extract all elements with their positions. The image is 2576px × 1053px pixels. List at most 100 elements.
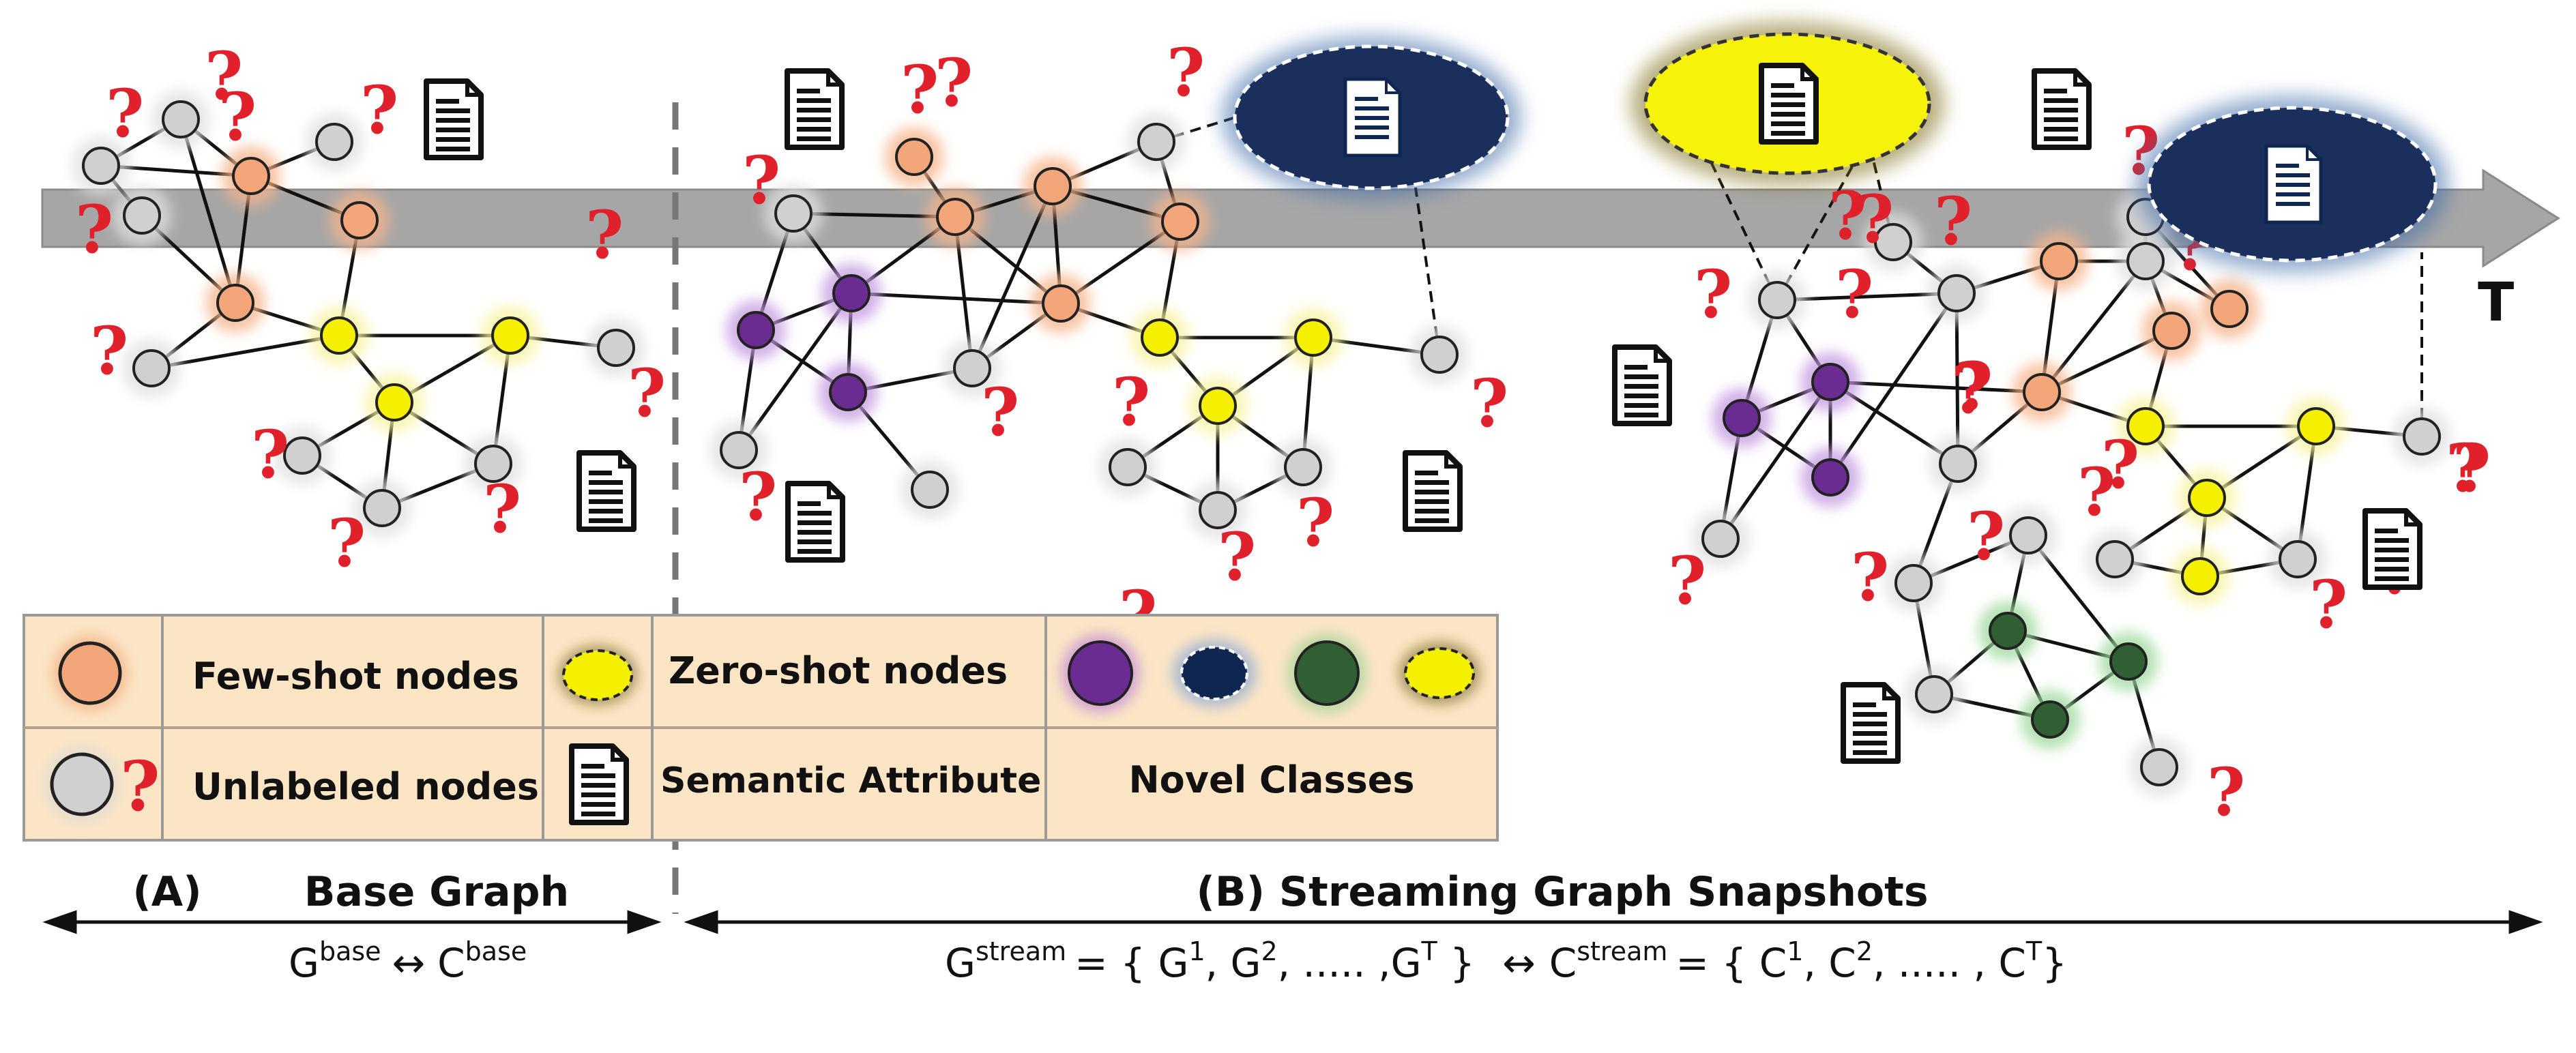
few-shot-node	[340, 201, 379, 239]
few-shot-node	[895, 138, 933, 176]
legend: Few-shot nodes Zero-shot nodes ? Unlabe	[23, 614, 1499, 842]
novel-class-ellipse-2	[2135, 95, 2449, 273]
legend-zero-shot-label: Zero-shot nodes	[669, 649, 1008, 692]
unlabeled-question-mark: ?	[205, 38, 243, 115]
unlabeled-node	[1109, 448, 1147, 486]
graph-edge	[1718, 381, 1832, 540]
unlabeled-question-mark: ?	[901, 51, 939, 128]
unlabeled-node	[2279, 540, 2317, 578]
legend-few-shot-label: Few-shot nodes	[192, 655, 519, 698]
unlabeled-node	[2140, 748, 2178, 786]
unlabeled-question-mark: ?	[2453, 430, 2491, 507]
semantic-attribute-icon	[1405, 453, 1460, 529]
unlabeled-node	[474, 445, 512, 483]
unlabeled-question-mark: ?	[1851, 539, 1889, 616]
unlabeled-node	[1874, 223, 1912, 261]
unlabeled-node	[1915, 675, 1953, 713]
zero-shot-node	[2126, 407, 2165, 445]
unlabeled-question-mark: ?	[2207, 754, 2245, 831]
unlabeled-node	[720, 431, 758, 469]
node-glows	[71, 89, 2452, 797]
unlabeled-node	[2009, 516, 2047, 554]
unlabeled-question-mark: ?	[1955, 348, 1993, 425]
legend-novel-navy	[1172, 639, 1257, 707]
zero-shot-node	[375, 383, 413, 421]
graph-edge	[737, 292, 853, 451]
semantic-link	[1776, 136, 1871, 301]
zero-shot-node	[1199, 387, 1237, 425]
zero-shot-node	[2297, 407, 2335, 445]
unlabeled-node	[283, 436, 321, 475]
unlabeled-question-mark: ?	[1694, 256, 1732, 333]
graph-nodes	[82, 100, 2441, 786]
unlabeled-node	[597, 329, 635, 367]
unlabeled-question-mark: ?	[981, 374, 1019, 451]
unlabeled-node	[911, 471, 949, 509]
legend-few-shot-swatch	[52, 635, 128, 711]
unlabeled-question-mark: ?	[1112, 364, 1150, 441]
unlabeled-question-mark: ?	[1167, 34, 1205, 111]
unlabeled-question-mark: ?	[2101, 426, 2139, 503]
few-shot-node	[232, 157, 270, 195]
semantic-attribute-icon	[426, 81, 481, 158]
unlabeled-node	[1284, 448, 1322, 486]
unlabeled-node	[1939, 445, 1977, 483]
unlabeled-node	[1758, 281, 1796, 319]
few-shot-node	[936, 198, 974, 236]
unlabeled-question-mark: ?	[1296, 484, 1334, 561]
legend-zero-shot-swatch	[558, 645, 637, 705]
novel-class-node	[829, 373, 867, 411]
unlabeled-node	[123, 196, 161, 235]
timeline-arrow	[41, 168, 2560, 268]
section-a-title: Base Graph	[304, 868, 570, 916]
unlabeled-node	[1937, 274, 1976, 312]
semantic-attribute-icon	[2266, 146, 2321, 222]
semantic-attribute-icon	[579, 453, 634, 529]
unlabeled-node	[315, 123, 353, 161]
semantic-attribute-icon	[1615, 347, 1669, 424]
unlabeled-node	[82, 147, 120, 185]
legend-unlabeled-swatch: ?	[44, 746, 160, 827]
unlabeled-node	[1137, 123, 1175, 161]
graph-edge	[1828, 292, 1959, 479]
zero-shot-node	[320, 316, 358, 355]
stream-range-arrow	[684, 910, 2543, 934]
legend-novel-green	[1287, 634, 1366, 713]
unlabeled-question-mark: ?	[1856, 181, 1894, 258]
timeline-end-label: T	[2478, 272, 2514, 333]
semantic-attribute-icon	[1345, 79, 1400, 155]
unlabeled-question-mark: ?	[1967, 498, 2005, 575]
novel-class-node	[737, 311, 775, 349]
few-shot-node	[2152, 312, 2191, 350]
unlabeled-question-mark: ?	[1218, 518, 1256, 595]
legend-novel-yellow	[1399, 642, 1480, 705]
unlabeled-question-mark: ?	[2077, 454, 2116, 531]
novel-class-node	[2109, 642, 2148, 681]
unlabeled-node	[1420, 336, 1459, 374]
unlabeled-question-mark: ?	[251, 416, 289, 493]
zero-shot-node	[1141, 318, 1179, 357]
few-shot-node	[1161, 203, 1199, 241]
novel-class-node	[832, 274, 870, 312]
unlabeled-node	[132, 349, 171, 387]
unlabeled-question-mark: ?	[585, 196, 624, 273]
unlabeled-node	[1894, 564, 1933, 602]
unlabeled-question-mark: ?	[218, 78, 257, 155]
few-shot-node	[216, 284, 254, 322]
zero-shot-node	[2188, 479, 2226, 517]
unlabeled-question-mark: ?	[360, 72, 398, 149]
unlabeled-node	[363, 489, 401, 527]
unlabeled-node	[953, 349, 991, 387]
novel-class-ellipse-1	[1221, 35, 1521, 199]
unlabeled-question-mark: ?	[75, 191, 113, 268]
novel-class-node	[2031, 700, 2069, 739]
semantic-attribute-icon	[2365, 511, 2420, 587]
base-range-arrow	[42, 910, 662, 934]
zero-shot-ellipse	[1630, 22, 1944, 186]
unlabeled-question-mark: ?	[90, 312, 128, 389]
unlabeled-question-mark: ?	[483, 471, 521, 548]
unlabeled-node	[1701, 520, 1740, 558]
unlabeled-node	[774, 194, 813, 233]
unlabeled-node	[2403, 417, 2441, 456]
semantic-attribute-icon	[1843, 685, 1898, 761]
